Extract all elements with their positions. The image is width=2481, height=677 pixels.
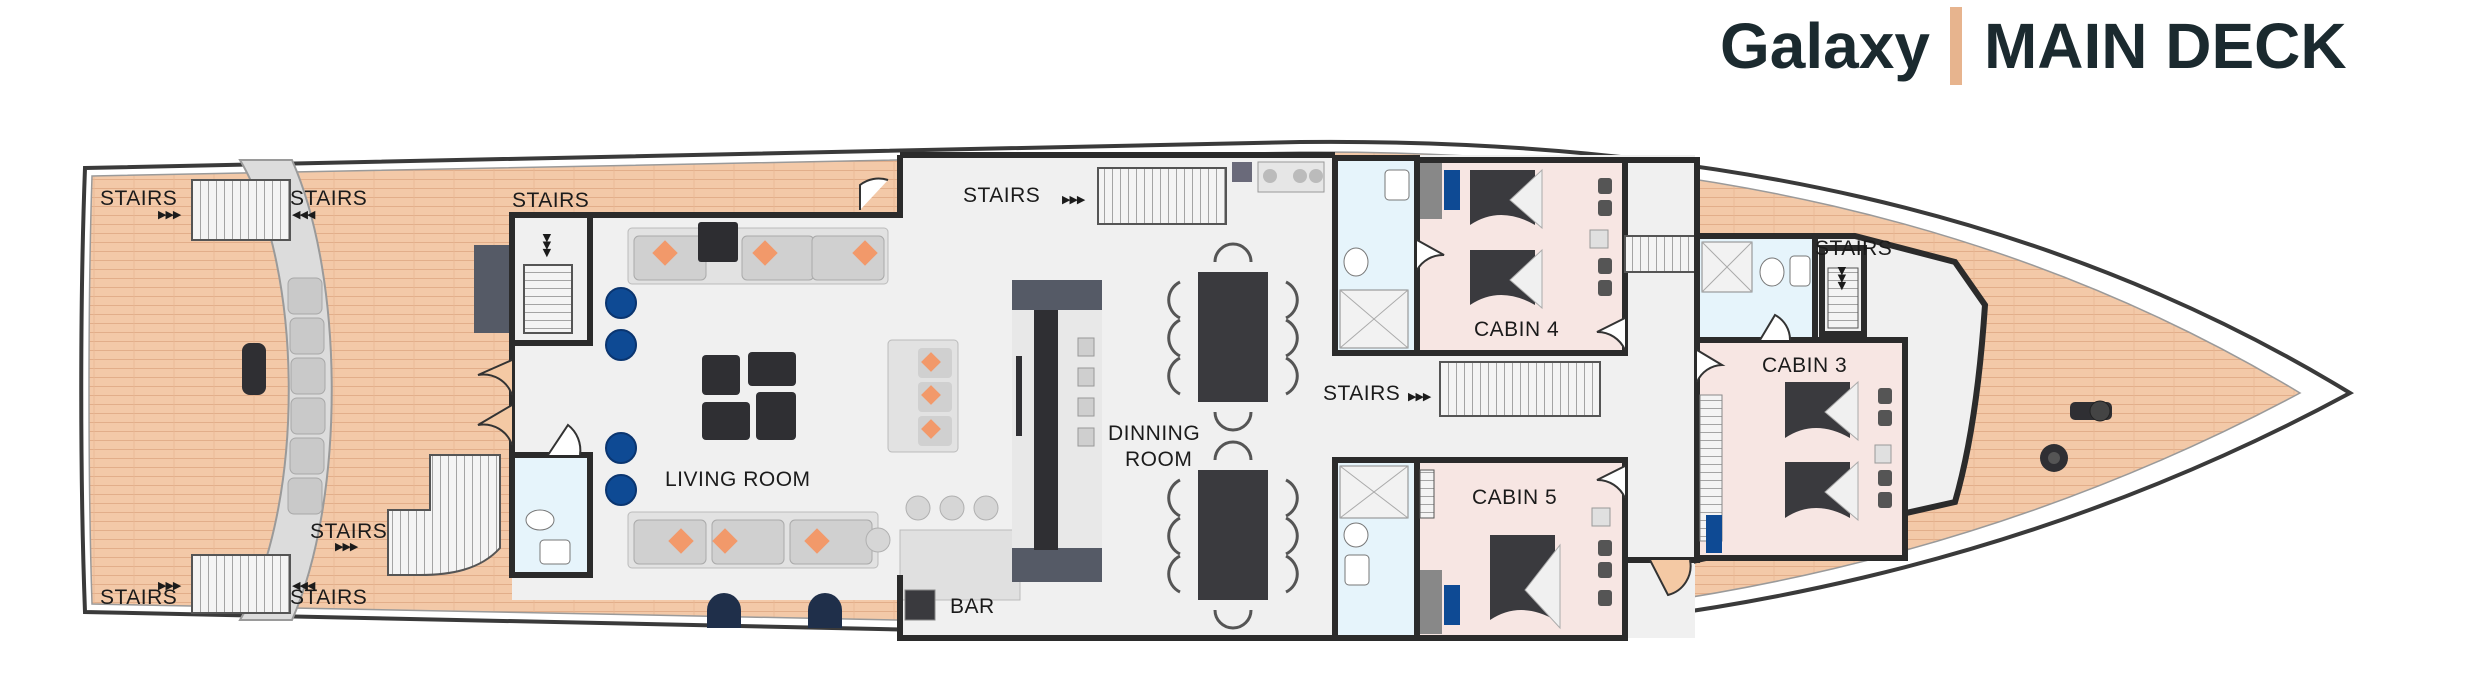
label-stairs-cabin-corridor: STAIRS	[1323, 382, 1400, 405]
deck-title: Galaxy MAIN DECK	[1720, 6, 2347, 86]
cabin3-nightstands	[1878, 388, 1892, 508]
toilet-icon	[525, 509, 555, 531]
stairs-arrow-icon: ▶▶▶	[158, 579, 182, 592]
label-bar: BAR	[950, 595, 995, 618]
sink-icon	[1384, 169, 1410, 201]
aft-deck-posts	[707, 593, 842, 628]
title-divider	[1949, 7, 1962, 85]
stairs-aft-top	[191, 179, 291, 241]
bar-taps	[1077, 337, 1095, 447]
bed-icon	[1785, 380, 1859, 522]
stairs-arrow-icon: ◀◀◀	[292, 579, 316, 592]
toilet-icon	[1343, 522, 1369, 548]
label-stairs-living-room: STAIRS	[512, 189, 589, 212]
blue-seats	[605, 287, 637, 506]
cabin4-bath-door	[1416, 239, 1445, 271]
bar-pillar	[1016, 356, 1022, 436]
bar-sink-icon	[904, 589, 936, 621]
cabin4-door	[1596, 317, 1626, 351]
sofa-top	[627, 222, 889, 285]
aft-bench-cushions	[287, 277, 326, 515]
label-stairs-bow: STAIRS	[1815, 237, 1892, 260]
cabin3-bath-door	[1759, 313, 1792, 341]
bar-unit-top	[1012, 280, 1102, 310]
stairs-cabin-corridor	[1439, 361, 1601, 417]
stairs-bow-steps	[1827, 267, 1859, 329]
cabin5-closet	[1420, 570, 1442, 634]
living-room-table	[702, 352, 796, 440]
deck-name: MAIN DECK	[1983, 10, 2347, 82]
aft-wall-block	[474, 245, 510, 333]
sink-icon	[1344, 554, 1370, 586]
galley-door	[859, 177, 889, 210]
sink-icon	[539, 539, 571, 565]
bar-unit-bottom	[1012, 548, 1102, 582]
label-stairs-aft-top-left: STAIRS	[100, 187, 177, 210]
bar-counter	[899, 529, 1021, 601]
cabin3-stool	[1874, 444, 1892, 464]
cabin4-stool	[1589, 229, 1609, 249]
aft-door-bottom	[477, 404, 513, 446]
anchor-winch-icon	[2040, 400, 2112, 472]
label-cabin-5: CABIN 5	[1472, 486, 1557, 509]
aft-door-top	[477, 359, 513, 396]
cabin4-nightstands	[1598, 178, 1612, 296]
stairs-arrow-icon: ▶▶▶	[1836, 267, 1849, 291]
bathroom-door	[547, 423, 582, 456]
label-living-room: LIVING ROOM	[665, 468, 811, 491]
cabin3-door	[1696, 349, 1726, 383]
cabin4-closet	[1420, 163, 1442, 219]
label-cabin-4: CABIN 4	[1474, 318, 1559, 341]
cabin5-nightstands	[1598, 540, 1612, 606]
bar-stools	[865, 495, 999, 553]
stairs-arrow-icon: ▶▶▶	[541, 234, 554, 258]
dining-table-top	[1167, 242, 1299, 432]
label-dining-line2: ROOM	[1125, 448, 1192, 471]
sink-icon	[1789, 255, 1811, 287]
cabin5-closet-blue	[1444, 585, 1460, 625]
aft-table	[242, 343, 266, 395]
label-cabin-3: CABIN 3	[1762, 354, 1847, 377]
toilet-icon	[1759, 257, 1785, 287]
stairs-dining-top	[1097, 167, 1227, 225]
corridor-door	[1649, 559, 1692, 597]
label-stairs-dining-top: STAIRS	[963, 184, 1040, 207]
side-sofa	[887, 339, 959, 453]
bed-icon	[1470, 168, 1543, 310]
label-stairs-aft-bottom-left: STAIRS	[100, 586, 177, 609]
stairs-aft-bottom	[191, 554, 291, 614]
deck-grate	[1624, 235, 1698, 273]
stairs-arrow-icon: ◀◀◀	[292, 208, 316, 221]
stairs-arrow-icon: ▶▶▶	[1062, 193, 1086, 206]
cabin5-stair-rail	[1419, 469, 1435, 519]
label-dining-line1: DINNING	[1108, 422, 1200, 445]
cabin4-closet-blue	[1444, 170, 1460, 210]
stairs-aft-mid	[387, 454, 501, 576]
toilet-icon	[1343, 247, 1369, 277]
cabin5-door	[1596, 465, 1626, 499]
label-stairs-aft-bottom-right: STAIRS	[290, 586, 367, 609]
label-stairs-aft-mid: STAIRS	[310, 520, 387, 543]
stairs-living-room	[523, 264, 573, 334]
dining-table-bottom	[1167, 440, 1299, 630]
sofa-bottom	[627, 511, 879, 569]
ship-name: Galaxy	[1720, 10, 1930, 82]
galley-fixtures	[1232, 161, 1325, 193]
salon-walls	[509, 152, 1335, 641]
label-stairs-aft-top-right: STAIRS	[290, 187, 367, 210]
stairs-arrow-icon: ▶▶▶	[158, 208, 182, 221]
cabin5-stool	[1591, 507, 1611, 527]
stairs-arrow-icon: ▶▶▶	[335, 540, 359, 553]
bar-divider	[1034, 310, 1058, 550]
stairs-arrow-icon: ▶▶▶	[1408, 390, 1432, 403]
cabin3-closet-blue	[1706, 515, 1722, 553]
bed-icon	[1490, 535, 1561, 630]
cabin-3	[1694, 337, 1908, 561]
